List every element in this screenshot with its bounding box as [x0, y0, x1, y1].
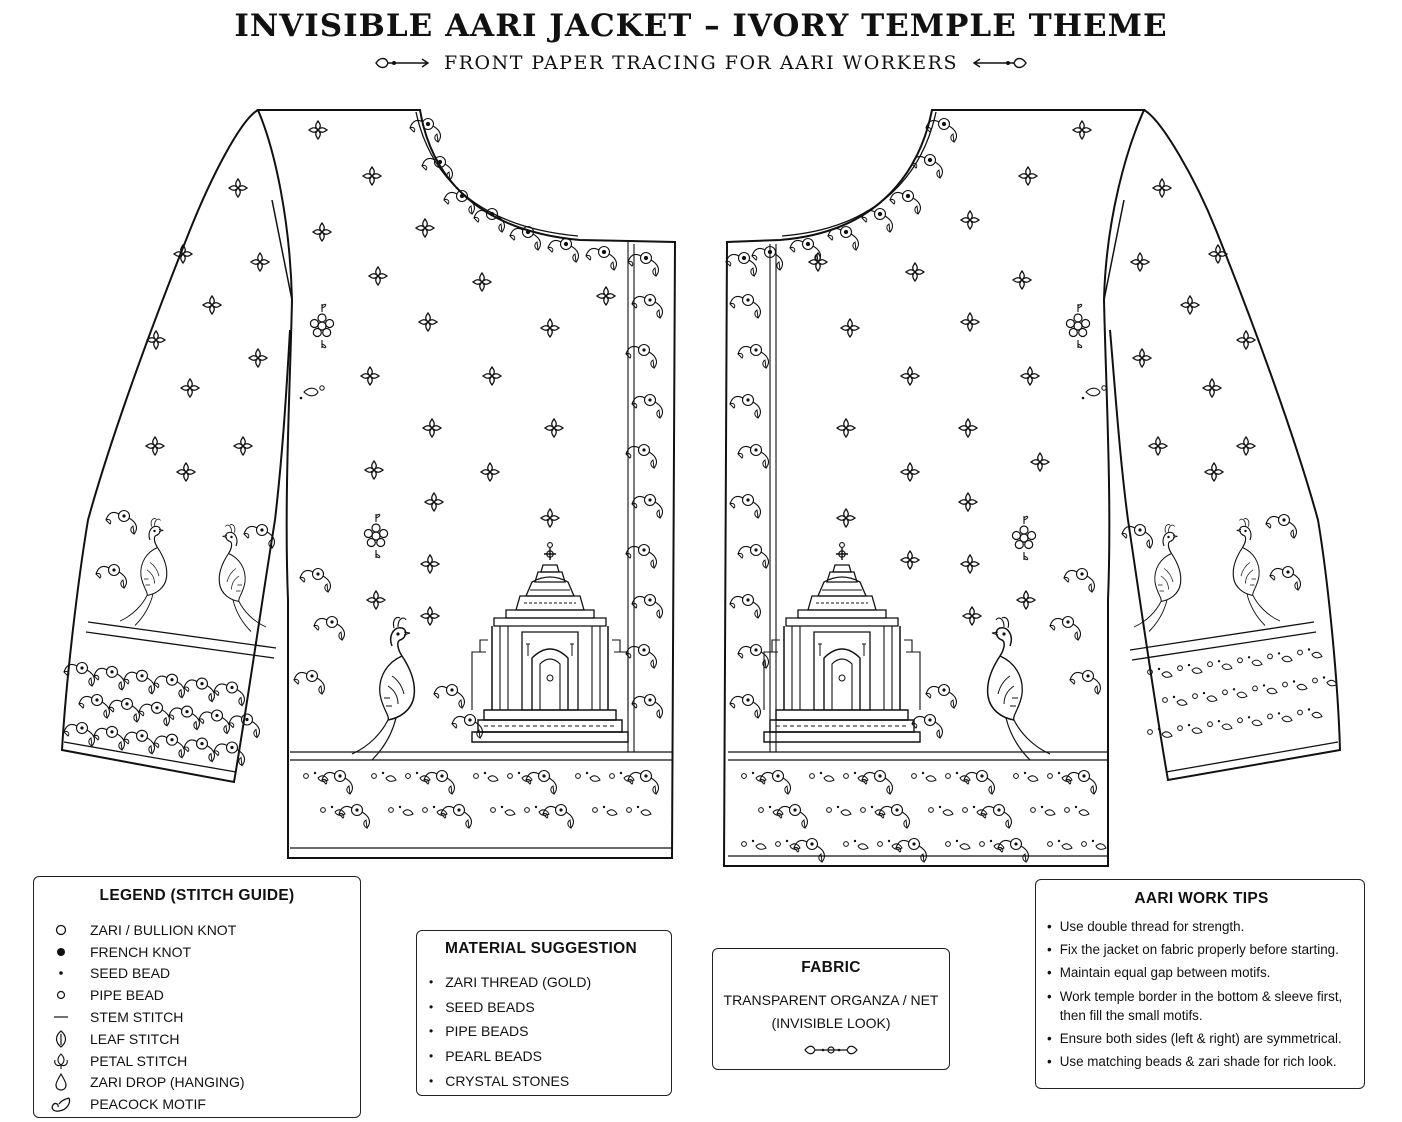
legend-item: PIPE BEAD [48, 984, 346, 1006]
tip-text: Fix the jacket on fabric properly before… [1059, 942, 1339, 958]
filled-dot-icon [48, 943, 74, 961]
legend-item-label: FRENCH KNOT [90, 943, 192, 960]
line-icon [48, 1008, 74, 1026]
tip-item: Use double thread for strength. [1047, 917, 1356, 936]
material-item: SEED BEADS [429, 995, 653, 1020]
open-circle-icon [48, 921, 74, 939]
material-panel: MATERIAL SUGGESTION ZARI THREAD (GOLD) S… [416, 930, 672, 1096]
peacock-motifs [119, 518, 1281, 761]
legend-item-label: PEACOCK MOTIF [90, 1096, 206, 1113]
legend-item: SEED BEAD [48, 963, 346, 985]
legend-item: ZARI DROP (HANGING) [48, 1072, 346, 1094]
left-hem-border [303, 769, 660, 829]
page-title: INVISIBLE AARI JACKET – IVORY TEMPLE THE… [234, 8, 1168, 44]
left-sleeve-border [63, 661, 261, 767]
legend-item: PEACOCK MOTIF [48, 1093, 346, 1115]
legend-item-label: PIPE BEAD [90, 987, 164, 1004]
legend-item: LEAF STITCH [48, 1028, 346, 1050]
legend-item: ZARI / BULLION KNOT [48, 919, 346, 941]
fabric-heading: FABRIC [801, 959, 861, 976]
flourish-left-icon [375, 57, 430, 69]
tip-item: Maintain equal gap between motifs. [1047, 963, 1356, 982]
small-dot-icon [48, 964, 74, 982]
tip-text: Work temple border in the bottom & sleev… [1059, 988, 1343, 1023]
material-item: PIPE BEADS [429, 1019, 653, 1044]
material-heading: MATERIAL SUGGESTION [445, 940, 637, 957]
legend-item-label: ZARI DROP (HANGING) [90, 1074, 245, 1091]
legend-panel: LEGEND (STITCH GUIDE) ZARI / BULLION KNO… [33, 876, 361, 1118]
tip-text: Ensure both sides (left & right) are sym… [1059, 1030, 1342, 1046]
right-front-panel [722, 109, 1342, 867]
material-item: ZARI THREAD (GOLD) [429, 970, 653, 995]
legend-item: FRENCH KNOT [48, 941, 346, 963]
page-subtitle: FRONT PAPER TRACING FOR AARI WORKERS [444, 52, 958, 74]
drop-icon [48, 1073, 74, 1092]
left-front-panel [60, 109, 677, 859]
tips-heading: AARI WORK TIPS [1134, 890, 1269, 907]
paisley-icon [48, 1095, 74, 1113]
fabric-panel: FABRIC TRANSPARENT ORGANZA / NET (INVISI… [712, 948, 950, 1070]
material-item: PEARL BEADS [429, 1044, 653, 1069]
right-sleeve-border [1147, 647, 1338, 738]
legend-item: STEM STITCH [48, 1006, 346, 1028]
fabric-text: TRANSPARENT ORGANZA / NET (INVISIBLE LOO… [721, 989, 941, 1035]
legend-heading: LEGEND (STITCH GUIDE) [99, 887, 295, 904]
material-list: ZARI THREAD (GOLD) SEED BEADS PIPE BEADS… [429, 970, 653, 1093]
right-small-motifs [808, 120, 1256, 626]
tip-item: Work temple border in the bottom & sleev… [1047, 987, 1356, 1025]
legend-item-label: SEED BEAD [90, 965, 171, 982]
tips-panel: AARI WORK TIPS Use double thread for str… [1035, 879, 1365, 1089]
tip-text: Use matching beads & zari shade for rich… [1059, 1053, 1337, 1069]
flourish-right-icon [972, 57, 1027, 69]
fabric-line-2: (INVISIBLE LOOK) [771, 1015, 891, 1031]
temple-motifs [471, 541, 921, 743]
legend-item-label: ZARI / BULLION KNOT [90, 921, 237, 938]
tip-item: Ensure both sides (left & right) are sym… [1047, 1029, 1356, 1048]
subtitle-row: FRONT PAPER TRACING FOR AARI WORKERS [0, 52, 1402, 74]
petal-icon [48, 1052, 74, 1070]
legend-item-label: STEM STITCH [90, 1009, 184, 1026]
tip-item: Fix the jacket on fabric properly before… [1047, 940, 1356, 959]
leaf-icon [48, 1030, 74, 1048]
right-hem-border [741, 769, 1107, 863]
material-item: CRYSTAL STONES [429, 1068, 653, 1093]
small-circle-icon [48, 986, 74, 1004]
tip-text: Use double thread for strength. [1059, 919, 1245, 934]
front-vertical-borders [625, 293, 770, 719]
left-small-motifs [145, 120, 616, 626]
legend-item-label: PETAL STITCH [90, 1052, 188, 1069]
tips-list: Use double thread for strength. Fix the … [1047, 917, 1356, 1071]
legend-item: PETAL STITCH [48, 1050, 346, 1072]
ornament-icon [804, 1045, 858, 1055]
neckline-vines [409, 117, 958, 277]
legend-item-label: LEAF STITCH [90, 1030, 180, 1047]
legend-list: ZARI / BULLION KNOT FRENCH KNOT SEED BEA… [48, 919, 346, 1115]
tip-item: Use matching beads & zari shade for rich… [1047, 1052, 1356, 1071]
fabric-line-1: TRANSPARENT ORGANZA / NET [723, 992, 939, 1008]
tip-text: Maintain equal gap between motifs. [1059, 965, 1271, 981]
